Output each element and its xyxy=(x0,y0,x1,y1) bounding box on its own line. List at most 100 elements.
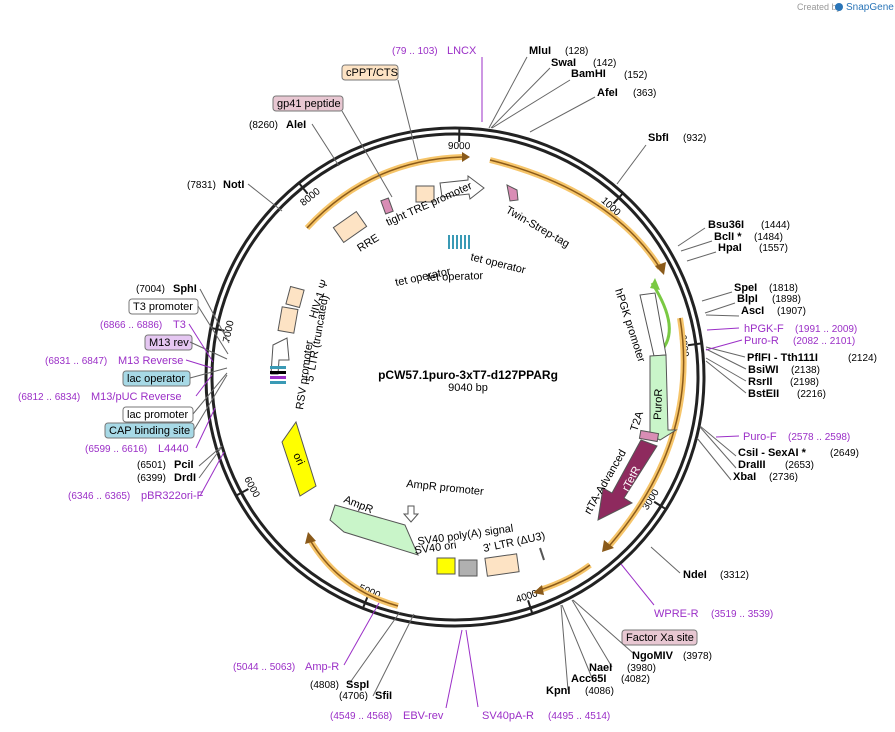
feature-shapes xyxy=(270,175,678,577)
site-name: BamHI xyxy=(571,68,606,80)
ltr5-box xyxy=(277,306,299,334)
site-pos: (1898) xyxy=(772,294,801,305)
site-pos: (1818) xyxy=(769,283,798,294)
rre-label: RRE xyxy=(355,232,381,254)
site-name: SbfI xyxy=(648,132,669,144)
gp41-label: gp41 peptide xyxy=(277,98,341,110)
primer-range: (2082 .. 2101) xyxy=(793,336,855,347)
cap-site-label-bg xyxy=(104,422,195,439)
site-pos: (4808) xyxy=(310,680,339,691)
arc-arrowhead-4 xyxy=(533,585,544,595)
primer-range: (4495 .. 4514) xyxy=(548,711,610,722)
ltr3-box xyxy=(484,553,520,577)
site-pos: (7831) xyxy=(187,180,216,191)
sv40-ori-box xyxy=(436,557,456,575)
primer-range: (79 .. 103) xyxy=(392,46,438,57)
ampr-promoter-arrow xyxy=(402,505,420,523)
site-name: XbaI xyxy=(733,471,756,483)
backbone-inner-ring xyxy=(210,132,700,622)
orange-arcs xyxy=(304,152,687,609)
3ltr-marker xyxy=(539,547,545,561)
tick-label: 7000 xyxy=(221,319,236,343)
arc-lentiviral-left-line xyxy=(306,156,463,229)
site-pos: (4706) xyxy=(339,691,368,702)
primer-name: M13/pUC Reverse xyxy=(91,391,181,403)
lac-operator-label-bg xyxy=(122,370,191,387)
site-name: KpnI xyxy=(546,685,570,697)
site-pos: (2649) xyxy=(830,448,859,459)
tet-operator-label-3: tet operator xyxy=(427,270,484,284)
primer-range: (6599 .. 6616) xyxy=(85,444,147,455)
ampr-promoter-label: AmpR promoter xyxy=(406,478,485,498)
site-name: SpeI xyxy=(734,282,757,294)
boxed-label-backgrounds xyxy=(104,64,698,646)
site-name: SwaI xyxy=(551,57,576,69)
site-name: HpaI xyxy=(718,242,742,254)
site-pos: (6501) xyxy=(137,460,166,471)
site-pos: (2736) xyxy=(769,472,798,483)
lac-operator-label: lac operator xyxy=(127,373,185,385)
primer-labels: (79 .. 103) LNCX hPGK-F (1991 .. 2009) P… xyxy=(18,45,857,722)
primer-range: (2578 .. 2598) xyxy=(788,432,850,443)
tet-operator-bars xyxy=(448,235,470,249)
ori-label: ori xyxy=(290,451,306,467)
site-name: AfeI xyxy=(597,87,618,99)
site-name: SspI xyxy=(346,679,369,691)
primer-range: (6831 .. 6847) xyxy=(45,356,107,367)
site-pos: (7004) xyxy=(136,284,165,295)
tick-label: 9000 xyxy=(448,141,471,152)
plasmid-name: pCW57.1puro-3xT7-d127PPARg xyxy=(378,368,558,382)
primer-name: Puro-R xyxy=(744,335,779,347)
arc-amp xyxy=(307,538,399,609)
primer-name: M13 Reverse xyxy=(118,355,183,367)
site-name: PciI xyxy=(174,459,194,471)
site-pos: (2124) xyxy=(848,353,877,364)
primer-range: (1991 .. 2009) xyxy=(795,324,857,335)
credit-brand: SnapGene xyxy=(846,2,894,13)
backbone-outer-ring xyxy=(204,126,706,628)
primer-leader-lines xyxy=(185,57,743,709)
site-pos: (932) xyxy=(683,133,706,144)
m13-rev-label: M13 rev xyxy=(149,337,189,349)
m13-lac-stack xyxy=(270,366,286,384)
tick-mark xyxy=(653,500,667,511)
gp41-label-bg xyxy=(272,95,344,112)
site-name: BsiWI xyxy=(748,364,779,376)
factor-xa-label-bg xyxy=(621,629,698,646)
site-name: Acc65I xyxy=(571,673,606,685)
site-pos: (4086) xyxy=(585,686,614,697)
site-pos: (3980) xyxy=(627,663,656,674)
site-name: BclI * xyxy=(714,231,742,243)
site-pos: (6399) xyxy=(137,473,166,484)
site-pos: (2216) xyxy=(797,389,826,400)
arc-short-line xyxy=(539,564,591,591)
site-pos: (1557) xyxy=(759,243,788,254)
primer-name: L4440 xyxy=(158,443,189,455)
tick-mark xyxy=(527,600,534,614)
ampr-arrow xyxy=(329,504,419,556)
site-pos: (1444) xyxy=(761,220,790,231)
arc-amp-line xyxy=(309,539,399,607)
site-name: AscI xyxy=(741,305,764,317)
factor-xa-label: Factor Xa site xyxy=(626,632,694,644)
site-name: NotI xyxy=(223,179,244,191)
site-name: AleI xyxy=(286,119,306,131)
t2a-label: T2A xyxy=(628,409,646,433)
site-pos: (4082) xyxy=(621,674,650,685)
site-pos: (8260) xyxy=(249,120,278,131)
pgk-green-arrowhead xyxy=(650,278,660,290)
site-name: MluI xyxy=(529,45,551,57)
t3-promoter-label: T3 promoter xyxy=(133,301,193,313)
tick-mark xyxy=(687,342,702,347)
credit-text: Created by xyxy=(797,2,842,12)
site-name: NaeI xyxy=(589,662,612,674)
site-name: SphI xyxy=(173,283,197,295)
tick-mark xyxy=(298,182,309,195)
tight-tre-arrow xyxy=(439,175,485,200)
site-name: SfiI xyxy=(375,690,392,702)
rre-box xyxy=(332,210,368,244)
arc-short xyxy=(539,562,592,593)
site-name: RsrII xyxy=(748,376,772,388)
site-pos: (2198) xyxy=(790,377,819,388)
